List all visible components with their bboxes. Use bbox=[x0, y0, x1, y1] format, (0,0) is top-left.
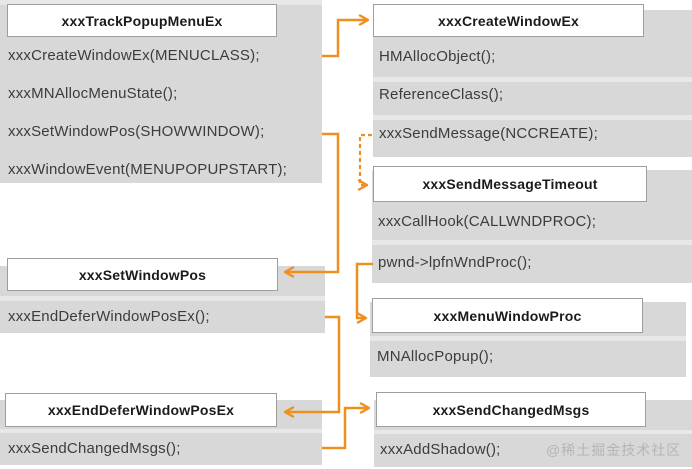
watermark-text: @稀土掘金技术社区 bbox=[546, 442, 682, 458]
function-call-item: xxxSendChangedMsgs(); bbox=[8, 440, 181, 457]
call-arrow-solid bbox=[322, 14, 370, 58]
call-arrow-solid bbox=[322, 402, 371, 450]
box-title: xxxTrackPopupMenuEx bbox=[7, 4, 277, 37]
box-title: xxxCreateWindowEx bbox=[373, 4, 644, 37]
call-arrow-dashed bbox=[357, 133, 372, 191]
function-call-item: xxxCallHook(CALLWNDPROC); bbox=[378, 213, 597, 230]
box-title: xxxSendChangedMsgs bbox=[376, 392, 646, 427]
row-separator bbox=[0, 429, 322, 433]
function-call-item: xxxWindowEvent(MENUPOPUPSTART); bbox=[8, 161, 288, 178]
function-call-item: MNAllocPopup(); bbox=[377, 348, 494, 365]
function-call-item: xxxMNAllocMenuState(); bbox=[8, 85, 178, 102]
row-separator bbox=[372, 240, 692, 245]
box-title: xxxSetWindowPos bbox=[7, 258, 278, 291]
row-separator bbox=[373, 115, 692, 120]
box-title: xxxMenuWindowProc bbox=[372, 298, 643, 333]
row-separator bbox=[0, 296, 325, 301]
function-call-item: ReferenceClass(); bbox=[379, 86, 504, 103]
box-title: xxxEndDeferWindowPosEx bbox=[5, 393, 277, 427]
row-separator bbox=[0, 0, 322, 5]
row-separator bbox=[370, 336, 686, 341]
function-call-item: xxxSetWindowPos(SHOWWINDOW); bbox=[8, 123, 265, 140]
function-call-item: xxxSendMessage(NCCREATE); bbox=[379, 125, 598, 142]
function-call-item: xxxEndDeferWindowPosEx(); bbox=[8, 308, 210, 325]
function-call-item: xxxCreateWindowEx(MENUCLASS); bbox=[8, 47, 260, 64]
row-separator bbox=[374, 430, 692, 434]
function-call-item: pwnd->lpfnWndProc(); bbox=[378, 254, 532, 271]
box-title: xxxSendMessageTimeout bbox=[373, 166, 647, 202]
function-call-item: HMAllocObject(); bbox=[379, 48, 496, 65]
row-separator bbox=[373, 77, 692, 82]
function-call-item: xxxAddShadow(); bbox=[380, 441, 501, 458]
